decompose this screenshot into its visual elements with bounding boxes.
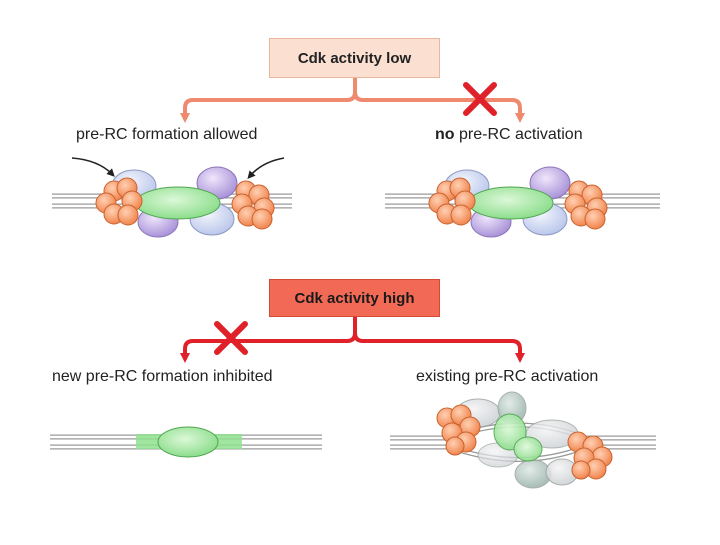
mcm-helicase-right bbox=[567, 431, 613, 480]
cdk-activity-low-box: Cdk activity low bbox=[269, 38, 440, 78]
blocked-x-icon bbox=[463, 82, 497, 116]
orc-complex bbox=[468, 186, 554, 220]
pre-rc-complex-top-left bbox=[52, 166, 292, 238]
loading-arrow-icon bbox=[71, 157, 115, 177]
mcm-helicase-right bbox=[231, 180, 275, 230]
caption-no-bold: no bbox=[435, 126, 455, 143]
cdk-activity-high-label: Cdk activity high bbox=[294, 289, 415, 307]
pre-rc-complex-top-right bbox=[385, 166, 660, 238]
caption-existing-pre-rc-activation: existing pre-RC activation bbox=[416, 368, 599, 385]
top-branch-arrows bbox=[180, 76, 525, 123]
cdk-activity-low-label: Cdk activity low bbox=[297, 49, 412, 67]
blocked-x-icon bbox=[214, 321, 248, 355]
bottom-branch-arrows bbox=[180, 315, 525, 363]
mcm-helicase-left bbox=[95, 177, 143, 226]
mcm-helicase-right bbox=[564, 180, 608, 230]
cdk-activity-high-box: Cdk activity high bbox=[269, 279, 440, 317]
caption-pre-rc-formation-allowed: pre-RC formation allowed bbox=[76, 126, 258, 143]
mcm-helicase-left bbox=[436, 404, 481, 456]
loading-arrow-icon bbox=[247, 157, 285, 180]
orc-complex bbox=[135, 186, 221, 220]
orc-complex-activated bbox=[493, 413, 543, 462]
caption-no-rest: pre-RC activation bbox=[454, 126, 583, 143]
caption-new-pre-rc-formation-inhibited: new pre-RC formation inhibited bbox=[52, 368, 273, 385]
mcm-helicase-left bbox=[428, 177, 476, 226]
caption-no-pre-rc-activation: no pre-RC activation bbox=[435, 126, 583, 144]
activated-origin-bottom-right bbox=[390, 391, 656, 489]
orc-on-dna-bottom-left bbox=[50, 426, 322, 458]
orc-complex bbox=[157, 426, 219, 458]
